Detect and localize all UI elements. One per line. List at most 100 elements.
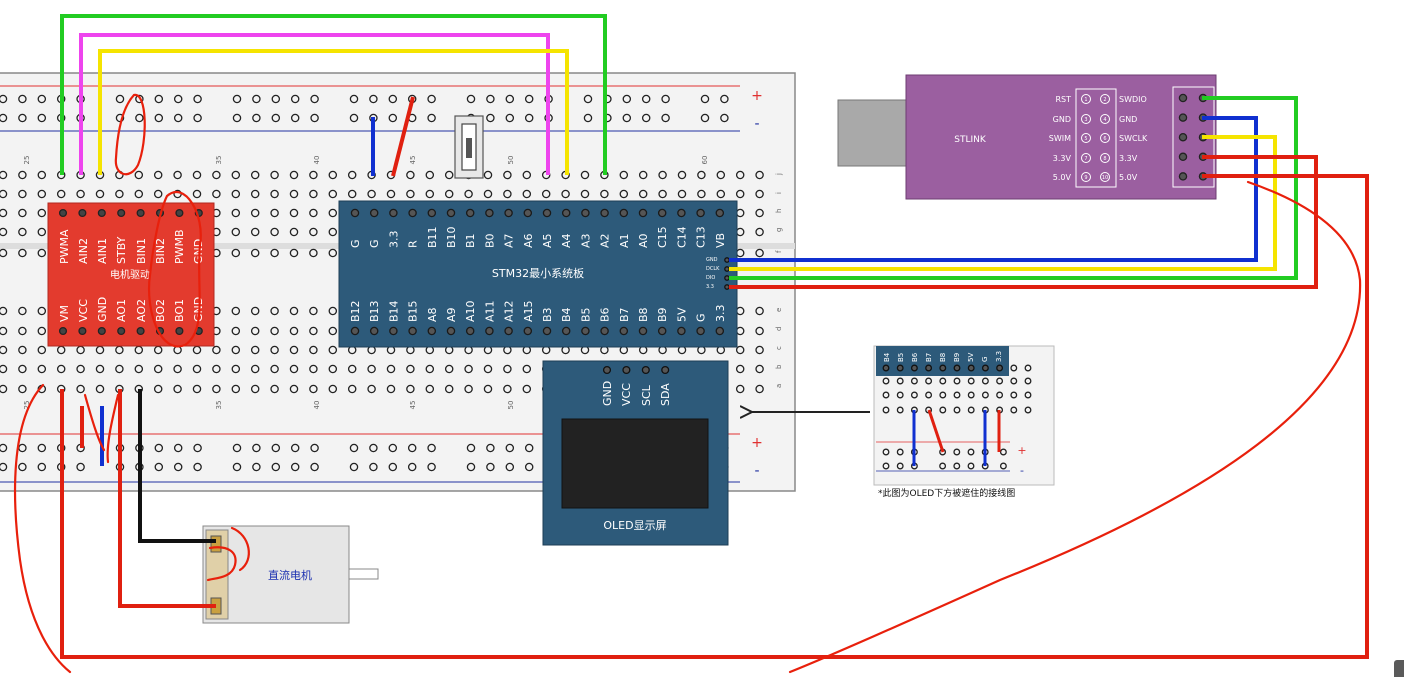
breadboard-hole <box>406 170 415 180</box>
rail-hole <box>388 462 398 472</box>
annotation-loop-stby <box>114 93 146 176</box>
rail-hole <box>173 94 183 104</box>
breadboard-hole <box>250 384 260 394</box>
breadboard-hole <box>755 345 764 355</box>
stm32-pin-hole <box>504 326 513 336</box>
stlink-header-pin <box>1178 93 1188 103</box>
breadboard-hole <box>173 170 182 180</box>
breadboard-hole <box>231 384 241 394</box>
breadboard-hole <box>37 248 47 258</box>
annotation-curve-right <box>788 180 1362 674</box>
breadboard-hole <box>328 326 338 336</box>
inset-hole <box>953 448 961 456</box>
stm32-pin-label: R <box>407 240 420 248</box>
stm32-pin-hole <box>677 326 686 336</box>
column-number: 40 <box>313 401 321 410</box>
md-pin-label: AO2 <box>135 299 148 322</box>
breadboard-hole <box>406 189 415 199</box>
stlink-pin <box>1100 94 1110 104</box>
breadboard-hole <box>309 326 318 336</box>
rail-hole <box>700 94 710 104</box>
row-letter: g <box>775 228 783 232</box>
breadboard-hole <box>134 189 144 199</box>
row-letter: b <box>775 364 783 369</box>
md-pin-hole <box>78 326 87 336</box>
scrollbar-handle[interactable] <box>1394 660 1404 677</box>
rail-hole <box>310 443 319 453</box>
stlink-right-label: 3.3V <box>1119 154 1138 163</box>
breadboard-hole <box>95 364 105 374</box>
md-pin-label: STBY <box>115 236 128 264</box>
breadboard-hole <box>328 345 338 355</box>
breadboard-hole <box>735 189 745 199</box>
oled-pin-label: VCC <box>620 383 633 406</box>
inset-hole <box>981 377 989 385</box>
rail-hole <box>37 443 47 453</box>
inset-pin-label: B7 <box>925 353 933 362</box>
rail-hole <box>154 94 164 104</box>
rail-hole <box>290 462 300 472</box>
breadboard-hole <box>289 306 299 316</box>
stm32-pin-hole <box>408 208 417 218</box>
md-pin-hole <box>175 208 184 218</box>
rail-hole <box>154 462 164 472</box>
inset-hole <box>882 391 890 399</box>
stlink-pin <box>1100 172 1110 182</box>
column-number: 45 <box>409 401 417 410</box>
inset-hole <box>953 364 961 372</box>
stm32-pin-label: A4 <box>560 233 573 248</box>
breadboard-hole <box>425 384 435 394</box>
breadboard-hole <box>56 189 66 199</box>
stm32-pin-hole <box>677 208 686 218</box>
top-minus-label: - <box>754 116 759 132</box>
motor-driver: 电机驱动 PWMA AIN2 AIN1 STBY BIN1 BIN2 PWMB … <box>47 202 215 347</box>
stlink-left-label: 3.3V <box>1053 154 1072 163</box>
stlink-pin-number: 8 <box>1103 156 1106 162</box>
motor-shaft <box>348 568 379 580</box>
breadboard-hole <box>503 170 512 180</box>
breadboard-hole <box>328 384 338 394</box>
breadboard-hole <box>289 248 299 258</box>
breadboard-hole <box>677 189 687 199</box>
oled-screen <box>561 418 709 509</box>
oled-pin-label: GND <box>601 381 614 406</box>
inset-pin-labels: B4 B5 B6 B7 B8 B9 5V G 3.3 <box>883 351 1003 362</box>
stlink-pin <box>1081 153 1091 163</box>
annotation-motor-hook <box>206 546 237 582</box>
stm32-pin-hole <box>619 326 629 336</box>
breadboard-hole <box>425 364 435 374</box>
stlink-left-label: GND <box>1053 115 1071 124</box>
inset-hole <box>896 391 904 399</box>
breadboard-hole <box>115 364 124 374</box>
breadboard-hole <box>367 364 376 374</box>
breadboard-hole <box>0 345 8 355</box>
breadboard-hole <box>0 384 8 394</box>
md-pin-label: PWMB <box>173 229 186 264</box>
inset-hole <box>996 364 1004 372</box>
stlink-pin-header-outline <box>1075 88 1117 188</box>
stm32-pin-label: G <box>349 239 362 248</box>
inset-wiring-detail: B4 B5 B6 B7 B8 B9 5V G 3.3 + - *此图为OLED下… <box>873 345 1055 499</box>
breadboard-hole <box>0 189 8 199</box>
stm32-pin-label: B12 <box>349 300 362 322</box>
inset-pin-label: B4 <box>883 352 891 362</box>
inset-hole <box>925 364 933 372</box>
md-pin-hole <box>78 208 87 218</box>
breadboard-hole <box>503 384 512 394</box>
stm32-pin-hole <box>523 326 533 336</box>
rail-hole <box>290 94 300 104</box>
motor-driver-top-pin-labels: PWMA AIN2 AIN1 STBY BIN1 BIN2 PWMB GND <box>58 229 205 264</box>
rail-hole <box>232 462 242 472</box>
hand-annotations <box>13 93 1362 674</box>
breadboard-hole <box>483 364 493 374</box>
column-number: 60 <box>701 156 709 165</box>
rail-hole <box>135 113 144 123</box>
rail-hole <box>388 94 398 104</box>
breadboard-hole <box>270 345 279 355</box>
breadboard-hole <box>270 364 279 374</box>
rail-hole <box>310 462 319 472</box>
stm32-pin-label: B15 <box>407 300 420 322</box>
inset-pin-label: 3.3 <box>995 351 1003 362</box>
breadboard-hole <box>37 189 47 199</box>
